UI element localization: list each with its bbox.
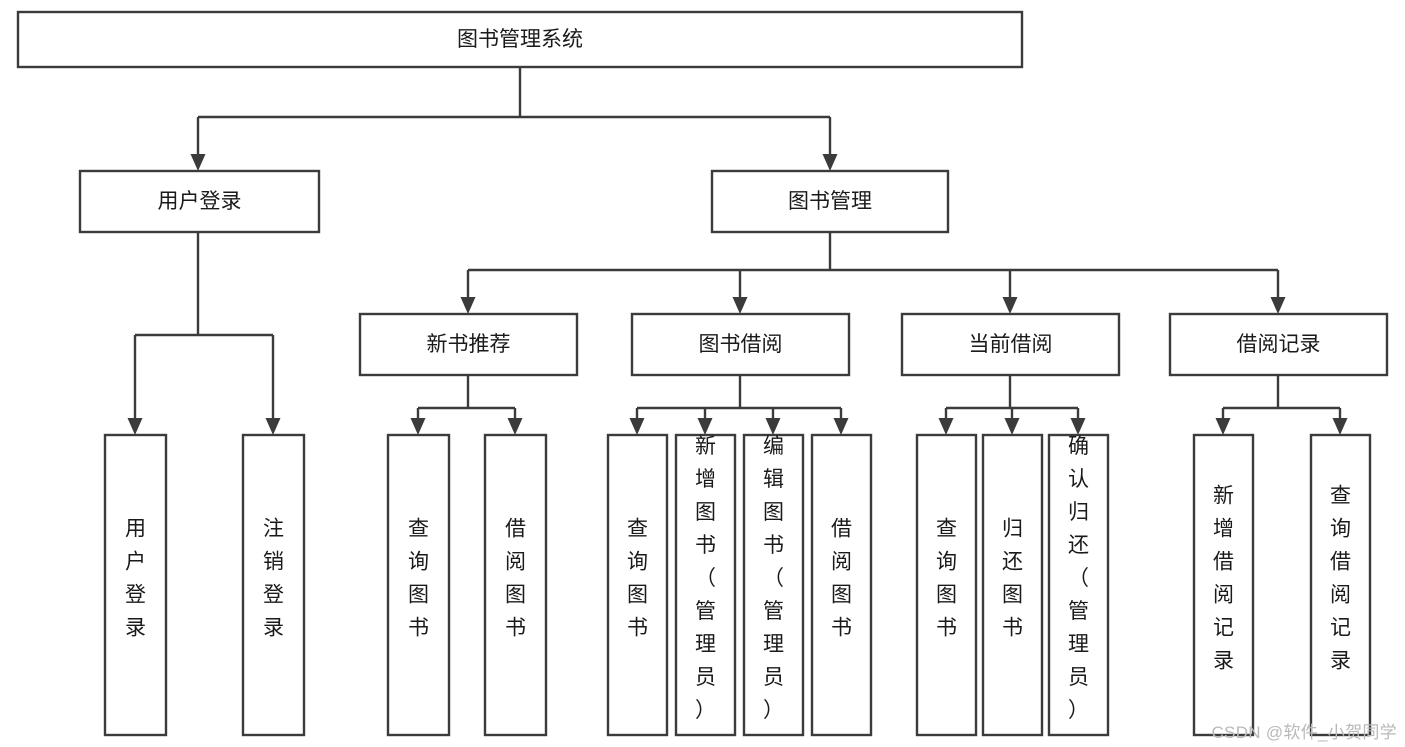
node-box-leaf-add-record[interactable] <box>1192 433 1255 737</box>
node-leaf-query-book-rec[interactable]: 查询图书 <box>386 433 451 737</box>
node-box-leaf-query-book-borrow[interactable] <box>606 433 669 737</box>
connector-layer <box>127 67 1348 435</box>
node-layer: 图书管理系统用户登录图书管理新书推荐图书借阅当前借阅借阅记录用户登录注销登录查询… <box>16 10 1389 737</box>
node-box-book-borrow[interactable] <box>630 312 851 377</box>
node-box-leaf-borrow-book-rec[interactable] <box>483 433 548 737</box>
node-leaf-borrow-book[interactable]: 借阅图书 <box>810 433 873 737</box>
node-box-current-borrow[interactable] <box>900 312 1121 377</box>
arrow-head-icon <box>1070 418 1086 435</box>
node-label-leaf-confirm-return: 确认归还（管理员） <box>1068 435 1089 722</box>
node-label-leaf-query-book-current: 查询图书 <box>936 518 957 640</box>
arrow-head-icon <box>697 418 713 435</box>
node-leaf-add-record[interactable]: 新增借阅记录 <box>1192 433 1255 737</box>
connector-borrow-record <box>1215 375 1348 435</box>
node-user-login[interactable]: 用户登录 <box>78 169 321 234</box>
node-box-leaf-user-login[interactable] <box>103 433 168 737</box>
arrow-head-icon <box>1002 297 1018 314</box>
arrow-head-icon <box>629 418 645 435</box>
node-leaf-borrow-book-rec[interactable]: 借阅图书 <box>483 433 548 737</box>
node-box-leaf-query-book-rec[interactable] <box>386 433 451 737</box>
node-box-leaf-edit-book[interactable] <box>742 433 805 737</box>
node-label-leaf-add-record: 新增借阅记录 <box>1213 485 1234 673</box>
arrow-head-icon <box>822 154 838 171</box>
connector-new-book-recommend <box>410 375 523 435</box>
node-box-root[interactable] <box>16 10 1024 69</box>
connector-book-borrow <box>629 375 849 435</box>
node-box-leaf-borrow-book[interactable] <box>810 433 873 737</box>
node-label-leaf-query-record: 查询借阅记录 <box>1330 485 1351 673</box>
arrow-head-icon <box>127 418 143 435</box>
node-label-root: 图书管理系统 <box>457 28 583 51</box>
node-label-leaf-edit-book: 编辑图书（管理员） <box>763 435 784 722</box>
node-box-leaf-return-book[interactable] <box>981 433 1044 737</box>
node-book-manage[interactable]: 图书管理 <box>710 169 950 234</box>
node-box-leaf-logout[interactable] <box>241 433 306 737</box>
arrow-head-icon <box>265 418 281 435</box>
node-current-borrow[interactable]: 当前借阅 <box>900 312 1121 377</box>
arrow-head-icon <box>460 297 476 314</box>
node-book-borrow[interactable]: 图书借阅 <box>630 312 851 377</box>
node-label-leaf-query-book-borrow: 查询图书 <box>627 518 648 640</box>
connector-current-borrow <box>938 375 1086 435</box>
node-leaf-query-book-current[interactable]: 查询图书 <box>915 433 978 737</box>
arrow-head-icon <box>1004 418 1020 435</box>
node-label-book-manage: 图书管理 <box>788 190 872 213</box>
arrow-head-icon <box>1270 297 1286 314</box>
node-box-leaf-add-book[interactable] <box>674 433 737 737</box>
node-box-user-login[interactable] <box>78 169 321 234</box>
node-label-leaf-logout: 注销登录 <box>263 518 284 640</box>
node-label-leaf-add-book: 新增图书（管理员） <box>695 435 716 722</box>
node-label-leaf-user-login: 用户登录 <box>125 518 146 640</box>
node-box-borrow-record[interactable] <box>1168 312 1389 377</box>
node-label-borrow-record: 借阅记录 <box>1237 333 1321 356</box>
connector-user-login <box>127 232 281 435</box>
node-leaf-user-login[interactable]: 用户登录 <box>103 433 168 737</box>
arrow-head-icon <box>938 418 954 435</box>
node-label-leaf-borrow-book: 借阅图书 <box>831 518 852 640</box>
node-label-leaf-return-book: 归还图书 <box>1002 518 1023 640</box>
node-new-book-recommend[interactable]: 新书推荐 <box>358 312 579 377</box>
arrow-head-icon <box>765 418 781 435</box>
node-leaf-add-book[interactable]: 新增图书（管理员） <box>674 433 737 737</box>
node-box-book-manage[interactable] <box>710 169 950 234</box>
arrow-head-icon <box>1332 418 1348 435</box>
arrow-head-icon <box>507 418 523 435</box>
node-leaf-confirm-return[interactable]: 确认归还（管理员） <box>1047 433 1110 737</box>
node-label-leaf-borrow-book-rec: 借阅图书 <box>505 518 526 640</box>
node-leaf-query-book-borrow[interactable]: 查询图书 <box>606 433 669 737</box>
node-label-leaf-query-book-rec: 查询图书 <box>408 518 429 640</box>
node-box-new-book-recommend[interactable] <box>358 312 579 377</box>
node-leaf-logout[interactable]: 注销登录 <box>241 433 306 737</box>
node-root[interactable]: 图书管理系统 <box>16 10 1024 69</box>
node-leaf-return-book[interactable]: 归还图书 <box>981 433 1044 737</box>
node-label-new-book-recommend: 新书推荐 <box>427 333 511 356</box>
node-leaf-query-record[interactable]: 查询借阅记录 <box>1309 433 1372 737</box>
node-box-leaf-query-record[interactable] <box>1309 433 1372 737</box>
arrow-head-icon <box>833 418 849 435</box>
arrow-head-icon <box>190 154 206 171</box>
node-label-book-borrow: 图书借阅 <box>699 333 783 356</box>
node-borrow-record[interactable]: 借阅记录 <box>1168 312 1389 377</box>
node-label-user-login: 用户登录 <box>158 190 242 213</box>
node-label-current-borrow: 当前借阅 <box>969 333 1053 356</box>
arrow-head-icon <box>1215 418 1231 435</box>
node-box-leaf-query-book-current[interactable] <box>915 433 978 737</box>
connector-root <box>190 67 838 171</box>
arrow-head-icon <box>410 418 426 435</box>
arrow-head-icon <box>732 297 748 314</box>
node-box-leaf-confirm-return[interactable] <box>1047 433 1110 737</box>
node-leaf-edit-book[interactable]: 编辑图书（管理员） <box>742 433 805 737</box>
watermark-label: CSDN @软件_小贺同学 <box>1211 723 1397 742</box>
connector-book-manage <box>460 232 1286 314</box>
